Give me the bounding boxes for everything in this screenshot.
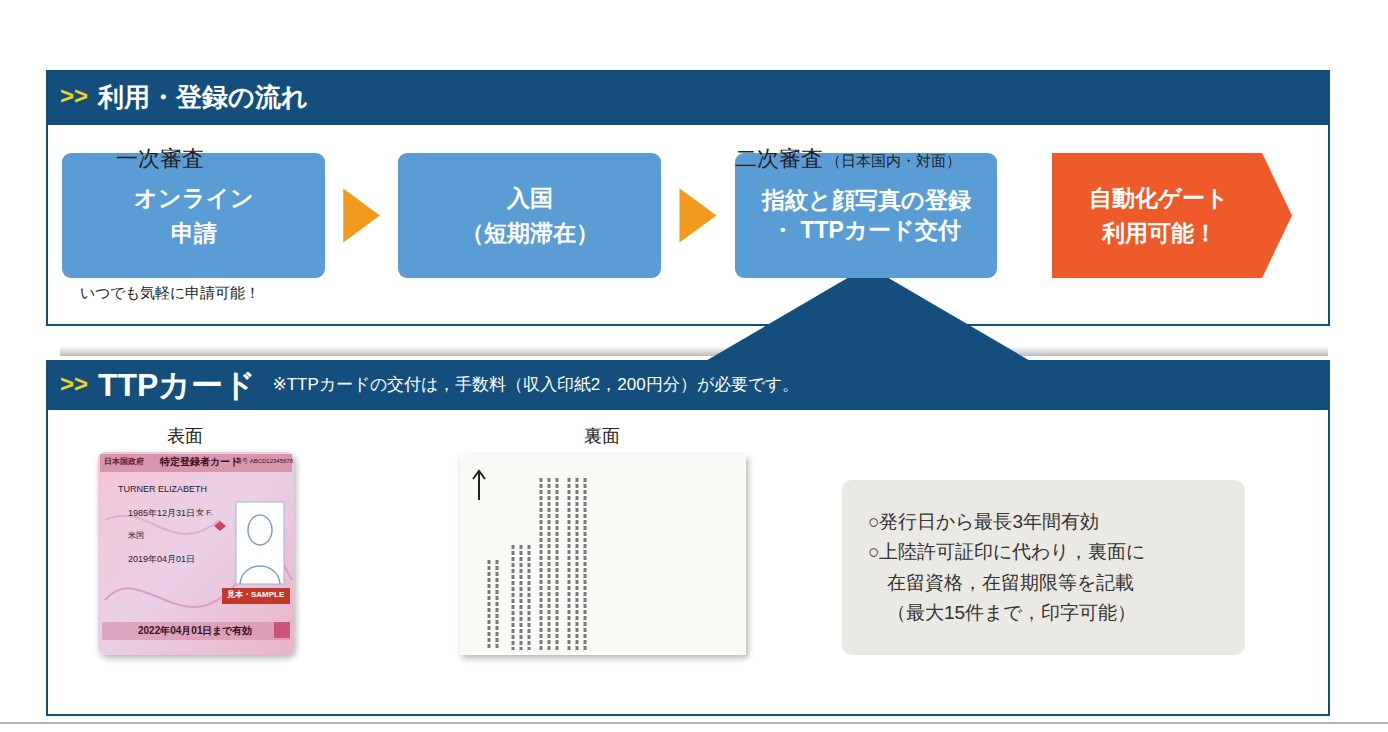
stage-label: 二次審査	[735, 146, 823, 172]
record-column	[548, 478, 551, 650]
flow-arrow	[680, 189, 717, 243]
record-column	[488, 560, 491, 650]
card-text: TURNER ELIZABETH	[118, 484, 207, 495]
box-body: オンライン 申請	[62, 153, 325, 278]
note-box: ○発行日から最長3年間有効○上陸許可証印に代わり，裏面に 在留資格，在留期限等を…	[842, 480, 1245, 655]
note-text: いつでも気軽に申請可能！	[80, 284, 260, 302]
record-column	[496, 560, 499, 650]
result-box: 自動化ゲート 利用可能！	[1052, 153, 1292, 278]
record-column	[576, 478, 579, 650]
side-label: 表面	[167, 426, 203, 448]
direction-arrow	[473, 471, 485, 500]
box-body: 自動化ゲート 利用可能！	[1052, 153, 1292, 278]
record-column	[584, 478, 587, 650]
box-body: 指紋と顔写真の登録 ・ TTPカード交付	[735, 153, 997, 278]
card-body	[460, 455, 746, 655]
box-label: オンライン 申請	[134, 181, 254, 250]
flow-arrow	[343, 189, 380, 243]
printed-records	[489, 478, 585, 650]
card-front	[98, 452, 294, 655]
process-box: オンライン 申請	[62, 153, 325, 278]
card-back	[460, 455, 746, 655]
card-seal	[274, 622, 290, 638]
record-column	[520, 545, 523, 650]
record-column	[556, 478, 559, 650]
note-body: ○発行日から最長3年間有効○上陸許可証印に代わり，裏面に 在留資格，在留期限等を…	[842, 480, 1245, 655]
section-heading: 利用・登録の流れ	[98, 82, 308, 113]
card-text: 女 F.	[196, 508, 212, 518]
stage-note: （日本国内・対面）	[826, 152, 961, 170]
card-header-strip	[100, 454, 292, 472]
note-item: ○上陸許可証印に代わり，裏面に 在留資格，在留期限等を記載 （最大15件まで，印…	[868, 537, 1197, 628]
record-column	[540, 478, 543, 650]
process-box: 入国 （短期滞在）	[398, 153, 661, 278]
panel-shadow	[60, 346, 1328, 356]
validity-strip	[102, 622, 290, 640]
arrow-box-shape	[1052, 153, 1292, 278]
photo-silhouette	[248, 515, 272, 545]
note-text: ※TTPカードの交付は，手数料（収入印紙2，200円分）が必要です。	[272, 375, 798, 395]
box-label: 自動化ゲート 利用可能！	[1089, 181, 1229, 250]
header-band: TTPカード ※TTPカードの交付は，手数料（収入印紙2，200円分）が必要です。	[46, 360, 1330, 410]
stage-label: 一次審査	[116, 146, 204, 172]
box-body: 入国 （短期滞在）	[398, 153, 661, 278]
header-band: 利用・登録の流れ	[46, 70, 1330, 125]
section-panel: 利用・登録の流れオンライン 申請 入国 （短期滞在） 指紋と顔写真の登録 ・ TTP…	[46, 70, 1330, 326]
page-rule	[0, 722, 1388, 724]
side-label: 裏面	[584, 426, 620, 448]
card-text: 2022年04月01日まで有効	[138, 625, 253, 637]
box-label: 入国 （短期滞在）	[461, 181, 599, 250]
chevron-mark: >>	[60, 82, 88, 111]
box-label: 指紋と顔写真の登録 ・ TTPカード交付	[762, 186, 971, 246]
card-text: 番号 ABCD12345678	[236, 458, 293, 465]
card-text: 2019年04月01日	[128, 554, 195, 565]
panel-frame	[47, 71, 1329, 325]
sample-box	[222, 588, 290, 604]
chevron-mark: >>	[60, 370, 88, 399]
photo-frame	[236, 502, 284, 584]
process-box: 指紋と顔写真の登録 ・ TTPカード交付	[735, 153, 997, 278]
record-column	[568, 478, 571, 650]
panel-frame	[47, 361, 1329, 715]
section-heading: TTPカード	[98, 366, 256, 404]
photo-silhouette	[240, 566, 280, 584]
card-pattern	[105, 516, 220, 534]
record-column	[528, 545, 531, 650]
record-column	[512, 545, 515, 650]
card-text: 見本・SAMPLE	[227, 590, 284, 600]
card-body	[98, 452, 294, 655]
card-text: 1985年12月31日	[128, 508, 195, 519]
section-panel: TTPカード ※TTPカードの交付は，手数料（収入印紙2，200円分）が必要です。…	[46, 360, 1330, 716]
card-text: 米国	[128, 531, 144, 541]
note-item: ○発行日から最長3年間有効	[868, 507, 1225, 537]
card-mark	[214, 521, 226, 531]
card-text: 日本国政府	[104, 457, 144, 467]
callout-pointer	[704, 266, 1032, 362]
result-box-outline	[1052, 153, 1292, 278]
card-text: 特定登録者カード	[160, 456, 240, 468]
